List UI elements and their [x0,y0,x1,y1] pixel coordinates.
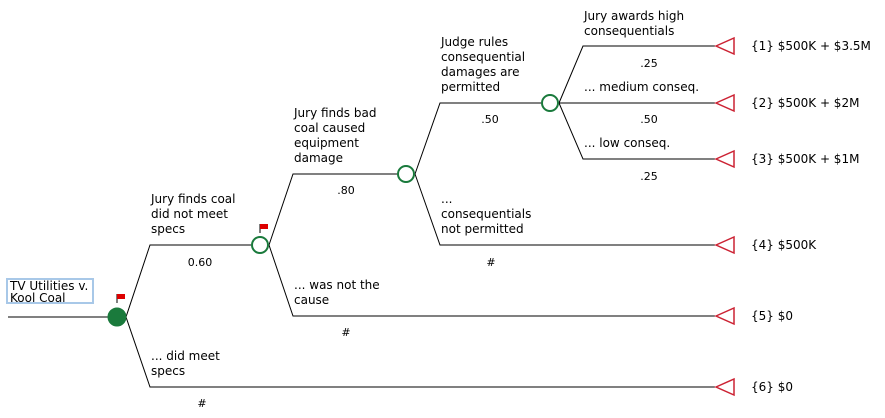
outcome-label-4: {4} $500K [751,238,817,252]
terminal-node-1[interactable] [714,36,735,56]
terminal-node-4[interactable] [714,235,735,255]
terminal-node-3[interactable] [714,149,735,169]
terminal-node-2[interactable] [714,93,735,113]
branch-label-medium-conseq: ... medium conseq. [584,80,700,94]
branch-prob-coal-not-meet-specs: 0.60 [187,256,213,269]
branch-label-did-meet-specs: ... did meet specs [151,349,220,378]
branch-line-consequentials-permitted [414,102,541,175]
branch-prob-consequentials-permitted: .50 [481,113,499,126]
branch-line-was-not-cause [268,244,715,317]
outcome-label-1: {1} $500K + $3.5M [751,39,871,53]
branch-label-consequentials-permitted: Judge rules consequential damages are pe… [441,35,526,94]
outcome-label-6: {6} $0 [751,380,793,394]
outcome-label-3: {3} $500K + $1M [751,152,860,166]
branch-label-was-not-cause: ... was not the cause [294,278,380,307]
flag-icon [116,294,125,303]
branch-prob-low-conseq: .25 [640,170,658,183]
branch-line-low-conseq [558,102,715,160]
terminal-node-5[interactable] [714,306,735,326]
branch-line-high-conseq [558,45,715,104]
branch-line-did-meet-specs [125,316,715,388]
outcome-label-5: {5} $0 [751,309,793,323]
branch-line-consequentials-not-permitted [414,173,715,246]
decision-node[interactable] [107,307,127,327]
chance-node-causation[interactable] [397,165,415,183]
outcome-label-2: {2} $500K + $2M [751,96,860,110]
flag-icon [259,224,268,233]
branch-label-consequentials-not-permitted: ... consequentials not permitted [441,192,532,236]
branch-prob-bad-coal-caused-damage: .80 [337,184,355,197]
branch-line-bad-coal-caused-damage [268,173,398,246]
chance-node-specs[interactable] [251,236,269,254]
branch-label-low-conseq: ... low conseq. [584,136,671,150]
chance-node-judge-ruling[interactable] [541,94,559,112]
root-node-label[interactable]: TV Utilities v. Kool Coal [6,278,94,304]
terminal-node-6[interactable] [714,377,735,397]
branch-label-coal-not-meet-specs: Jury finds coal did not meet specs [151,192,236,236]
branch-label-high-conseq: Jury awards high consequentials [584,9,685,38]
branch-prob-high-conseq: .25 [640,57,658,70]
branch-line-coal-not-meet-specs [125,244,251,318]
branch-prob-was-not-cause: # [341,326,351,339]
branch-prob-did-meet-specs: # [197,397,207,410]
branch-label-bad-coal-caused-damage: Jury finds bad coal caused equipment dam… [294,106,377,165]
branch-prob-consequentials-not-permitted: # [486,256,496,269]
branch-prob-medium-conseq: .50 [640,113,658,126]
